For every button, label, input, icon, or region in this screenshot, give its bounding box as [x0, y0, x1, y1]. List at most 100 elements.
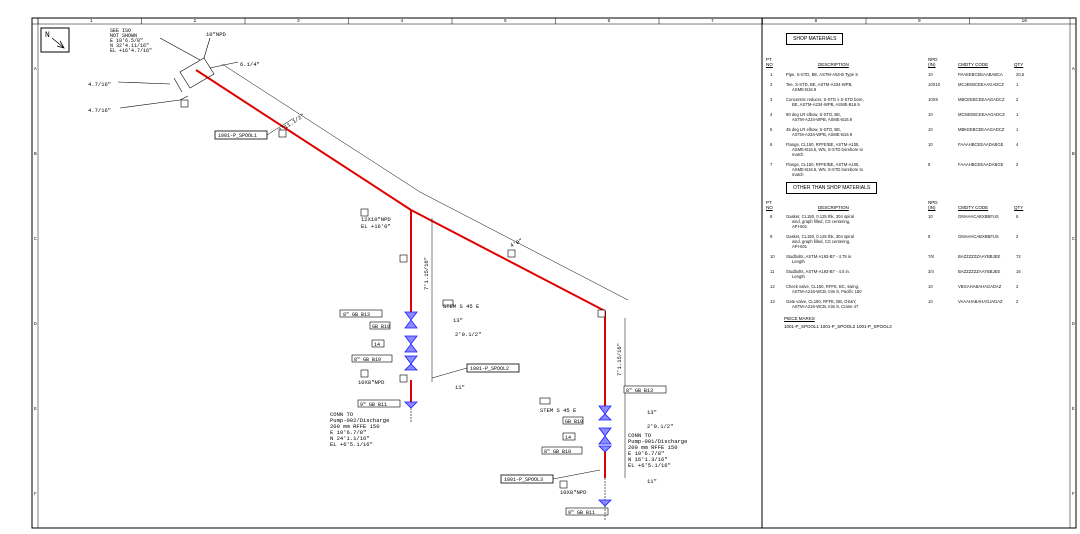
bom-item-qty: 20.5 [1016, 72, 1025, 77]
right-label-3: 14 [565, 435, 571, 441]
left-valve-stack: STEM S 45 E 13" 2'0.1/2" 11" 8" GB B13 G… [339, 299, 481, 422]
bom-item-npd: 10X10 [928, 82, 941, 87]
grid-column-label: 10 [1022, 18, 1028, 24]
right-label-4: 8" GB B10 [544, 449, 571, 455]
grid-row-label: F [1072, 491, 1075, 497]
grid-column-label: 9 [918, 18, 921, 24]
bom-item-qty: 1 [1016, 112, 1019, 117]
col-cmdty-code: CMDTY CODE [958, 62, 989, 67]
bom-item-cmdty-code: BAZZZZZZAAYBBJEE [958, 254, 1001, 259]
right-label-1: 8" GB B13 [626, 388, 653, 394]
grid-column-label: 4 [401, 18, 404, 24]
left-dim-2-0-1-2: 2'0.1/2" [455, 331, 481, 338]
bom-item-description: Length [792, 259, 805, 264]
left-conn-2: Pump-002/Discharge [330, 417, 389, 424]
bom-item-qty: 72 [1016, 254, 1021, 259]
left-conn-1: CONN TO [330, 411, 354, 418]
bom-item-number: 13 [770, 299, 775, 304]
left-label-3: 14 [374, 342, 380, 348]
right-dim-11: 11" [647, 478, 657, 485]
bom-item-qty: 2 [1016, 284, 1019, 289]
bom-item-number: 1 [770, 72, 773, 77]
bom-item-number: 12 [770, 284, 775, 289]
bom-item-number: 3 [770, 97, 773, 102]
bom-item-cmdty-code: GMAHACABXBBFUS [958, 214, 999, 219]
bom-item-description: ASTM-A216-WCB, trim 8, Pacific 150 [792, 289, 862, 294]
iso-note-4: N 32'4.11/16" [110, 43, 149, 49]
elbow-el-label: EL +16'0" [361, 223, 391, 230]
grid-row-label: A [34, 66, 37, 72]
grid-column-label: 7 [711, 18, 714, 24]
bom-item-cmdty-code: FAAAHBCEEAADABGE [958, 142, 1004, 147]
grid-column-label: 3 [297, 18, 300, 24]
right-reducer-label: 10X8"NPD [560, 489, 587, 496]
flange-icon [404, 401, 418, 409]
grid-row-label: D [34, 321, 37, 327]
col-npd-2: NPD [928, 200, 938, 205]
grid-row-label: B [1072, 151, 1075, 157]
col-qty: QTY [1014, 62, 1024, 67]
grid-row-label: B [34, 151, 37, 157]
bom-item-description: Pipe, S-STD, BE, ASTM-A53-B Type S [786, 72, 859, 77]
bom-item-qty: 2 [1016, 97, 1019, 102]
left-label-5: 9" GB B11 [360, 402, 387, 408]
bom-item-description: API-601 [792, 244, 808, 249]
bom-item-description: BE, ASTM-A234-WPB, ASME-B16.9 [792, 102, 860, 107]
left-dim-11: 11" [455, 384, 465, 391]
bom-item-npd: 3/4 [928, 269, 934, 274]
grid-column-label: 1 [90, 18, 93, 24]
item-tags [180, 99, 606, 383]
bom-item-qty: 16 [1016, 269, 1021, 274]
bom-item-cmdty-code: VBGAHABAHAGADAZ [958, 284, 1002, 289]
dim-4-7-16-a: 4.7/16" [88, 81, 111, 88]
bom-item-number: 6 [770, 142, 773, 147]
col-qty-2: QTY [1014, 205, 1024, 210]
bom-item-description: wnd, graph filled, CS centering, [792, 219, 851, 224]
bom-item-description: ASTM-A216-WCB, trim 8, Crane 47 [792, 304, 859, 309]
pipe-runs [195, 69, 606, 406]
top-npd-label: 10"NPD [206, 31, 227, 38]
bom-item-description: Concentric reducer, S-STD x S-STD bore, [786, 97, 864, 102]
left-label-1: 8" GB B13 [343, 312, 370, 318]
bom-item-description: match [792, 172, 804, 177]
piece-marks-list: 1001-P_SPOOL1 1001-P_SPOOL2 1001-P_SPOOL… [784, 324, 892, 329]
bom-item-npd: 7/8 [928, 254, 934, 259]
check-valve-icon [598, 427, 612, 445]
pipe-segment-1 [195, 69, 412, 211]
bom-item-description: match [792, 152, 804, 157]
dimension-line-1 [221, 63, 421, 193]
iso-note-3: E 10'6.5/8" [110, 38, 143, 44]
right-conn-3: 200 mm RFFE 150 [628, 444, 678, 451]
flange-icon [404, 355, 418, 371]
right-valve-stack: STEM S 45 E 13" 2'0.1/2" 11" 8" GB B13 G… [539, 385, 673, 520]
bom-item-npd: 8 [928, 234, 931, 239]
col-no-2: NO [766, 205, 773, 210]
right-conn-1: CONN TO [628, 432, 652, 439]
bom-item-qty: 1 [1016, 127, 1019, 132]
grid-row-label: F [34, 491, 37, 497]
bom-item-description: 90 deg LR elbow, S-STD, BE, [786, 112, 842, 117]
bom-item-qty: 6 [1016, 214, 1019, 219]
right-conn-5: N 16'1.3/16" [628, 456, 668, 463]
bom-item-npd: 10 [928, 142, 933, 147]
bom-item-npd: 8 [928, 162, 931, 167]
bom-item-npd: 10 [928, 299, 933, 304]
piece-marks-title: PIECE MARKS [784, 316, 815, 321]
grid-row-label: D [1072, 321, 1075, 327]
long-dim-2: 4'0" [509, 237, 524, 249]
check-valve-icon [404, 335, 418, 353]
vert-dim-1: 7'1.15/16" [423, 257, 430, 290]
right-stem-label: STEM S 45 E [540, 407, 577, 414]
bom-item-description: Gate valve, CL150, RFFE, BB, OS&Y, [786, 299, 857, 304]
bom-item-npd: 10 [928, 112, 933, 117]
right-label-2: GB B10 [565, 419, 583, 425]
left-label-2: GB B10 [372, 324, 390, 330]
iso-note-2: NOT SHOWN [110, 33, 137, 39]
bom-item-description: ASME-B16.9 [792, 87, 817, 92]
bom-item-cmdty-code: MBCEEBCEEAAGADCZ [958, 97, 1005, 102]
bom-item-description: ASME-B16.5, WN, S-STD borebore to [792, 167, 863, 172]
spool-label-2: 1001-P_SPOOL2 [470, 366, 509, 372]
bom-item-description: Tee, S-STD, BE, ASTM-A234-WPB, [786, 82, 853, 87]
